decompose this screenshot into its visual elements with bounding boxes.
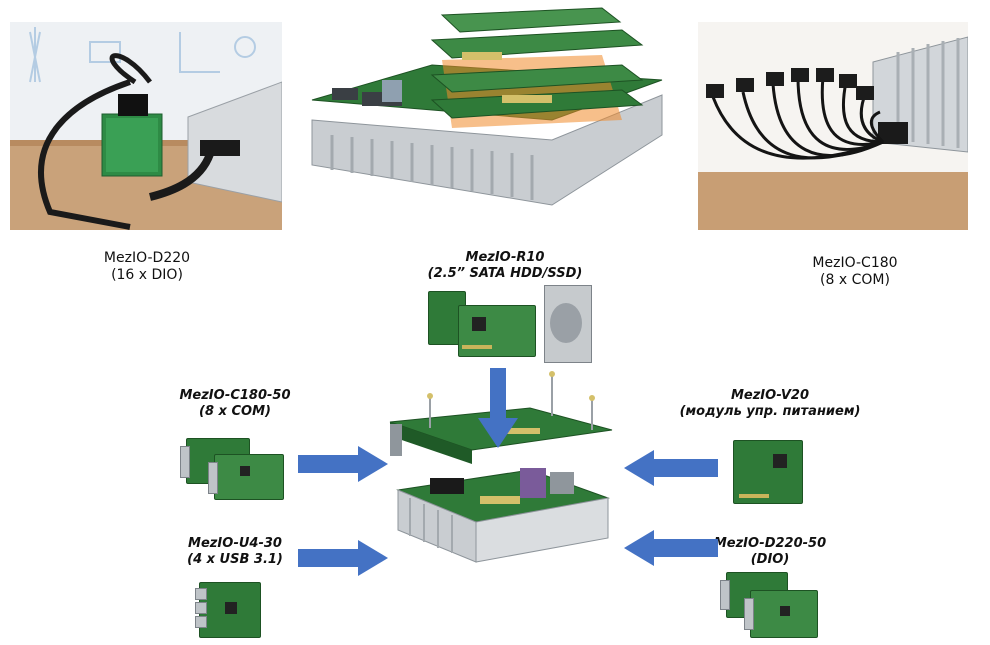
label-mezio-u4-30-desc: (4 x USB 3.1)	[187, 552, 283, 567]
label-mezio-c180-50: MezIO-C180-50 (8 x COM)	[160, 388, 310, 420]
arrow-down-icon	[478, 368, 518, 448]
label-mezio-d220-50: MezIO-D220-50 (DIO)	[690, 536, 850, 568]
arrow-right-icon	[298, 540, 388, 576]
label-mezio-r10: MezIO-R10 (2.5” SATA HDD/SSD)	[395, 250, 615, 282]
label-mezio-v20-desc: (модуль упр. питанием)	[679, 404, 861, 419]
arrow-right-icon	[298, 446, 388, 482]
caption-mezio-c180-desc: (8 x COM)	[820, 272, 890, 288]
mezio-r10-module-image	[420, 285, 600, 365]
photo-mezio-c180	[698, 22, 968, 230]
label-mezio-c180-50-desc: (8 x COM)	[199, 404, 271, 419]
photo-box-pc-exploded	[302, 0, 674, 220]
label-mezio-d220-50-desc: (DIO)	[750, 552, 790, 567]
caption-mezio-d220: MezIO-D220 (16 x DIO)	[72, 250, 222, 284]
label-mezio-u4-30-name: MezIO-U4-30	[188, 536, 282, 551]
label-mezio-r10-desc: (2.5” SATA HDD/SSD)	[427, 266, 583, 281]
photo-mezio-d220	[10, 22, 282, 230]
label-mezio-u4-30: MezIO-U4-30 (4 x USB 3.1)	[160, 536, 310, 568]
label-mezio-v20-name: MezIO-V20	[730, 388, 810, 403]
mezio-c180-50-module-image	[180, 438, 290, 500]
arrow-left-icon	[624, 530, 718, 566]
label-mezio-d220-50-name: MezIO-D220-50	[713, 536, 827, 551]
label-mezio-v20: MezIO-V20 (модуль упр. питанием)	[670, 388, 870, 420]
label-mezio-c180-50-name: MezIO-C180-50	[179, 388, 291, 403]
caption-mezio-d220-name: MezIO-D220	[103, 250, 191, 266]
label-mezio-r10-name: MezIO-R10	[465, 250, 545, 265]
arrow-left-icon	[624, 450, 718, 486]
caption-mezio-c180-name: MezIO-C180	[812, 255, 898, 271]
mezio-u4-30-module-image	[195, 582, 263, 638]
caption-mezio-c180: MezIO-C180 (8 x COM)	[780, 255, 930, 289]
caption-mezio-d220-desc: (16 x DIO)	[111, 267, 183, 283]
mezio-v20-module-image	[733, 440, 803, 505]
mezio-d220-50-module-image	[720, 572, 820, 642]
